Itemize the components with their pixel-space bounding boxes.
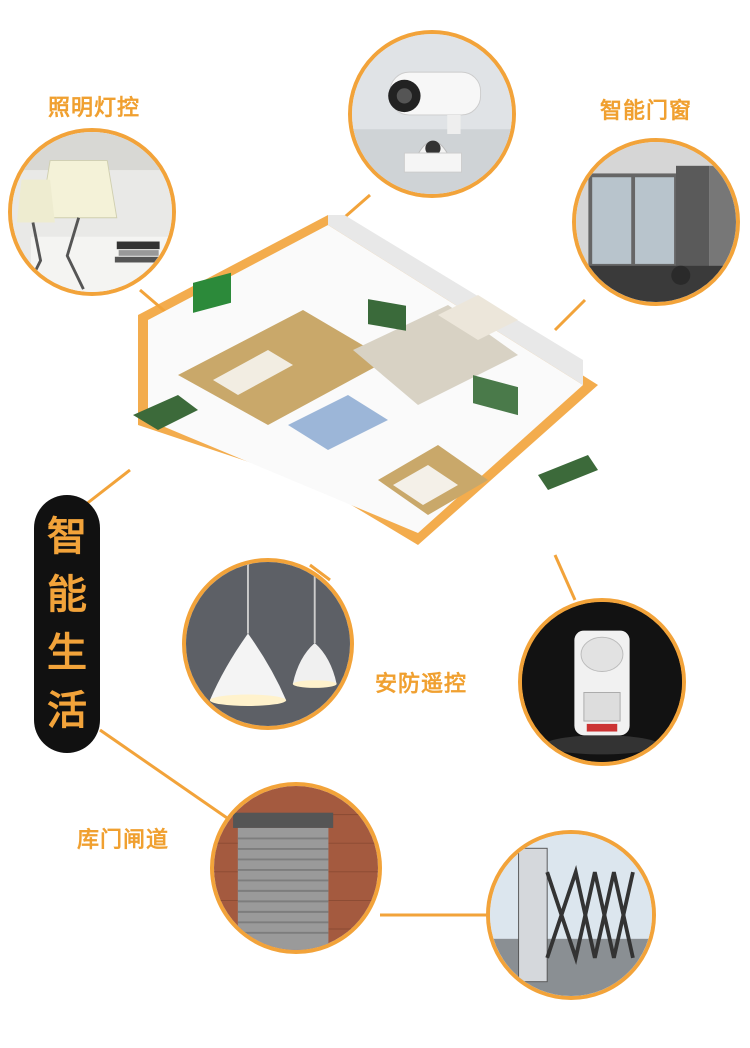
gate-photo [486,830,656,1000]
windows-photo [572,138,740,306]
security-label: 安防遥控 [375,672,468,697]
garage-label: 库门闸道 [77,828,170,853]
garage-photo [210,782,382,954]
alarm-sensor-icon [522,602,682,762]
banner-char: 活 [47,688,87,734]
smart-life-banner: 智 能 生 活 [34,495,100,753]
lighting-label: 照明灯控 [48,96,141,121]
pendant-light-photo [182,558,354,730]
house-floorplan [133,215,598,545]
camera-icon [352,34,512,194]
banner-char: 智 [47,514,87,560]
retractable-gate-icon [490,834,652,996]
roller-door-icon [214,786,378,950]
pendant-light-icon [186,562,350,726]
alarm-photo [518,598,686,766]
windows-label: 智能门窗 [600,99,693,124]
banner-char: 能 [47,572,87,618]
camera-photo [348,30,516,198]
banner-char: 生 [47,630,87,676]
